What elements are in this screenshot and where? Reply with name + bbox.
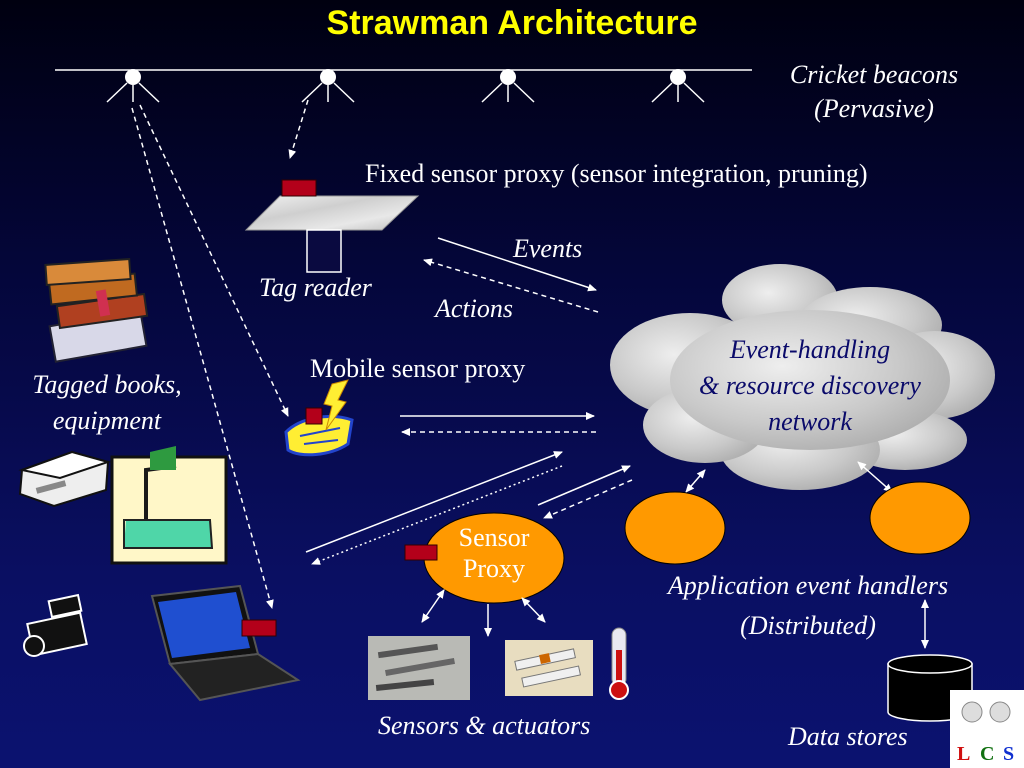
books-icon: [44, 258, 149, 363]
cricket-beacons-line1: Cricket beacons: [789, 60, 959, 89]
logo-letter-s: S: [1003, 743, 1014, 765]
tagged-books-label: Tagged books, equipment: [6, 370, 208, 436]
laptop-icon: [150, 584, 301, 702]
tag-reader-label: Tag reader: [259, 273, 372, 302]
camcorder-icon: [23, 593, 88, 657]
actuator-photo-icon: [505, 640, 593, 696]
event-network-line3: network: [768, 407, 852, 436]
tagged-books-line1: Tagged books,: [32, 370, 182, 399]
mobile-sensor-proxy-label: Mobile sensor proxy: [310, 354, 526, 383]
app-handlers-line2: (Distributed): [740, 611, 876, 640]
event-network-line1: Event-handling: [729, 335, 891, 364]
flask-icon: [110, 446, 228, 565]
sensor-proxy-line2: Proxy: [462, 554, 526, 583]
cricket-beacon-icon: [301, 69, 355, 103]
cricket-beacons-label: Cricket beacons (Pervasive): [756, 60, 992, 124]
rfid-tag-icon: [241, 619, 277, 637]
handshake-icon: [284, 379, 354, 457]
cricket-beacon-icon: [106, 69, 160, 103]
rfid-tag-icon: [404, 544, 438, 561]
logo-letter-c: C: [980, 743, 994, 765]
rfid-tag-icon: [305, 407, 323, 425]
sensors-actuators-label: Sensors & actuators: [378, 711, 591, 740]
cricket-beacon-icon: [651, 69, 705, 103]
rfid-tag-icon: [281, 179, 317, 197]
cricket-beacons-line2: (Pervasive): [814, 94, 934, 123]
events-label: Events: [513, 234, 583, 263]
laptop-arrows: [305, 451, 563, 565]
sensor-proxy-line1: Sensor: [458, 523, 530, 552]
tagged-books-line2: equipment: [52, 406, 162, 435]
handler-arrows: [685, 461, 929, 649]
thermometer-icon: [609, 627, 629, 700]
logo-letter-l: L: [957, 743, 970, 765]
fixed-sensor-proxy-node: [244, 179, 420, 273]
sensor-proxy-label: Sensor Proxy: [444, 522, 544, 584]
app-handler-node-2: [869, 481, 971, 555]
fixed-sensor-proxy-label: Fixed sensor proxy (sensor integration, …: [365, 159, 868, 188]
lcs-logo: L C S: [950, 690, 1024, 768]
sensor-proxy-arrows: [537, 465, 633, 519]
sensor-proxy-node: [404, 512, 565, 604]
app-handlers-line1: Application event handlers: [667, 571, 949, 600]
data-stores-label: Data stores: [788, 722, 908, 751]
app-handlers-label: Application event handlers (Distributed): [616, 566, 1000, 646]
slide-title: Strawman Architecture: [326, 4, 698, 42]
event-network-label: Event-handling & resource discovery netw…: [660, 332, 960, 440]
sensor-link-arrows: [421, 589, 546, 637]
mobile-proxy-arrows: [400, 412, 596, 436]
beacon-signal-arrows: [131, 99, 309, 609]
printer-icon: [18, 450, 112, 508]
app-handler-node-1: [624, 491, 726, 565]
sensor-photo-icon: [368, 636, 470, 700]
events-actions-arrows: [423, 237, 599, 313]
cricket-beacon-row: [55, 69, 752, 103]
tag-reader-box: [306, 229, 342, 273]
cricket-beacon-icon: [481, 69, 535, 103]
event-network-line2: & resource discovery: [699, 371, 921, 400]
actions-label: Actions: [435, 294, 513, 323]
event-network-cloud: [610, 264, 995, 490]
